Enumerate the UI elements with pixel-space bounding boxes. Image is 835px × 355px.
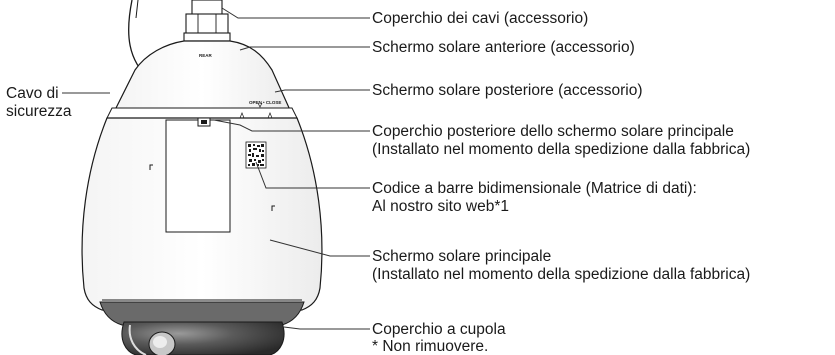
cable-cover [183, 0, 231, 42]
barcode-label-1: Codice a barre bidimensionale (Matrice d… [372, 180, 697, 197]
safety-wire-label-1: Cavo di [6, 85, 59, 102]
dome-cover-label-2: * Non rimuovere. [372, 338, 489, 355]
rear-marking: REAR [199, 53, 213, 58]
safety-wire-top [135, 0, 139, 19]
rear-sunshield-label: Schermo solare posteriore (accessorio) [372, 82, 643, 99]
front-sunshield-label: Schermo solare anteriore (accessorio) [372, 39, 635, 56]
dome-cover-label-1: Coperchio a cupola [372, 321, 506, 338]
barcode-label-2: Al nostro sito web*1 [372, 198, 509, 215]
barcode-matrix [245, 141, 267, 169]
rear-cover-label-1: Coperchio posteriore dello schermo solar… [372, 123, 734, 140]
main-sunshield-label-2: (Installato nel momento della spedizione… [372, 266, 751, 283]
cable-cover-label: Coperchio dei cavi (accessorio) [372, 10, 589, 27]
leader-lines [62, 7, 370, 330]
rear-cover-label-2: (Installato nel momento della spedizione… [372, 141, 751, 158]
rear-cover-panel [165, 119, 231, 233]
safety-wire-label-2: sicurezza [6, 103, 72, 120]
main-sunshield-label-1: Schermo solare principale [372, 248, 552, 265]
dome-cover [121, 321, 285, 355]
open-close-marking: OPEN • CLOSE [249, 100, 281, 105]
